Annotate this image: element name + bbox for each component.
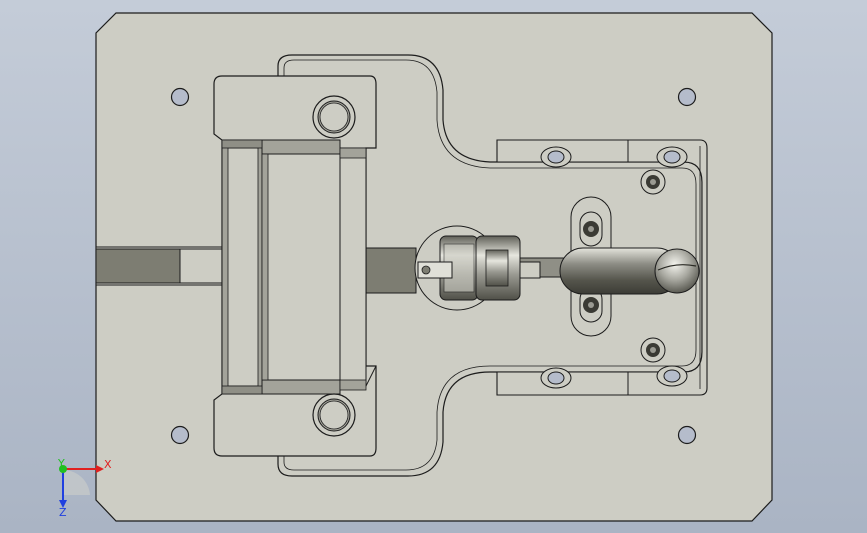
y-axis-dot [59, 465, 67, 473]
locating-pin-top [312, 95, 356, 139]
mounting-hole-top-right [677, 87, 697, 107]
coordinate-triad: X Y Z [57, 457, 112, 519]
x-axis-label: X [104, 458, 112, 471]
socket-screws [640, 169, 666, 363]
y-axis-label: Y [57, 457, 65, 470]
clamp-handle[interactable] [559, 247, 700, 295]
sliding-jaw-block [213, 75, 377, 457]
toggle-clamp-base [496, 139, 708, 396]
z-axis-arrow [59, 500, 67, 508]
mounting-hole-bottom-left [170, 425, 190, 445]
locating-pin-bottom [312, 393, 356, 437]
push-rod [365, 247, 417, 294]
x-axis-arrow [96, 465, 104, 473]
bracket-bolt-holes [540, 146, 688, 389]
linkage-pivot [414, 225, 541, 311]
mounting-hole-bottom-right [677, 425, 697, 445]
mounting-hole-top-left [170, 87, 190, 107]
slide-rail [95, 246, 223, 286]
z-axis-label: Z [59, 506, 67, 519]
